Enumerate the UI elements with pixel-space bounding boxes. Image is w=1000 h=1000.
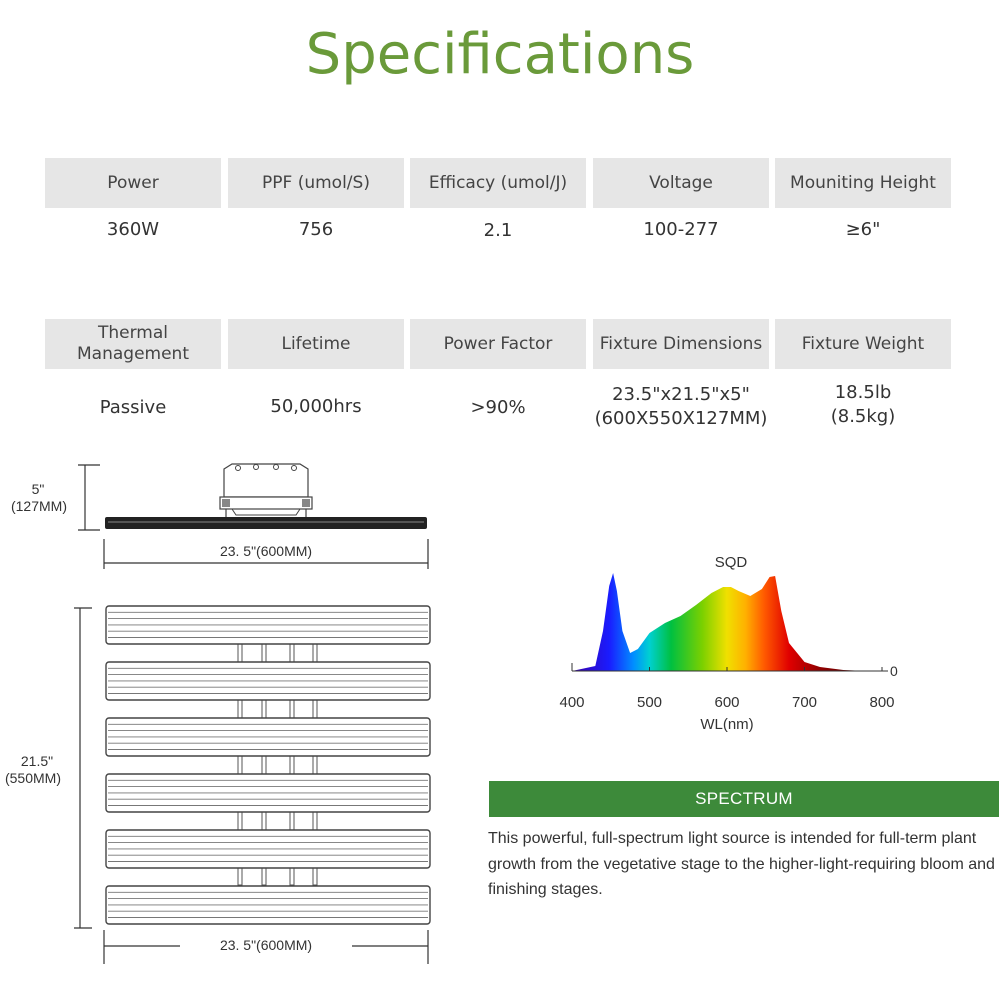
x-axis-label: WL(nm) [700,716,753,733]
spec-value-efficacy: 2.1 [483,220,513,241]
spec-value-weight: 18.5lb (8.5kg) [830,382,896,427]
light-bar-top [105,829,431,869]
spec-header-voltage: Voltage [593,158,769,208]
chart-title: SQD [715,554,748,571]
x-tick-label: 700 [792,694,817,711]
spec-value-thermal: Passive [99,397,167,418]
spec-header-power-factor: Power Factor [410,319,586,369]
width-label-bottom: 23. 5"(600MM) [180,937,352,954]
x-tick-label: 400 [559,694,584,711]
spec-header-efficacy: Efficacy (umol/J) [410,158,586,208]
spec-value-power: 360W [106,219,160,240]
y-tick-label: 0 [890,663,898,679]
spec-header-dimensions: Fixture Dimensions [593,319,769,369]
spec-value-dimensions: 23.5"x21.5"x5" (600X550X127MM) [594,384,768,429]
spectrum-description: This powerful, full-spectrum light sourc… [488,830,995,898]
x-tick-label: 600 [714,694,739,711]
light-bar-top [105,885,431,925]
spectrum-area [572,573,882,671]
spec-value-lifetime: 50,000hrs [270,396,362,417]
spec-header-lifetime: Lifetime [228,319,404,369]
fixture-side-view-diagram [78,463,429,569]
fixture-top-view-diagram [74,605,431,964]
spectrum-banner: SPECTRUM [489,781,999,817]
driver-box-icon [219,463,313,517]
spec-value-mounting-height: ≥6" [845,219,881,240]
spec-value-ppf: 756 [298,219,334,240]
light-bar-top [105,661,431,701]
height-label-in: 5" [31,481,45,497]
spec-header-power: Power [45,158,221,208]
spec-value-power-factor: >90% [470,397,526,418]
height-label-mm: (127MM) [10,498,67,514]
spec-header-weight: Fixture Weight [775,319,951,369]
page-title: Specifications [305,22,695,87]
x-tick-label: 800 [869,694,894,711]
spec-header-thermal: Thermal Management [45,319,221,369]
spectrum-chart: 400 500 600 700 800 0 SQD WL(nm) [559,554,898,733]
depth-label-in: 21.5" [20,753,54,769]
x-tick-label: 500 [637,694,662,711]
width-label-top: 23. 5"(600MM) [180,543,352,560]
depth-label-mm: (550MM) [4,770,61,786]
light-bar-side [105,517,427,529]
spec-header-ppf: PPF (umol/S) [228,158,404,208]
light-bar-top [105,717,431,757]
light-bar-top [105,773,431,813]
spec-header-mounting-height: Mouniting Height [775,158,951,208]
spec-value-voltage: 100-277 [643,219,719,240]
light-bar-top [105,605,431,645]
